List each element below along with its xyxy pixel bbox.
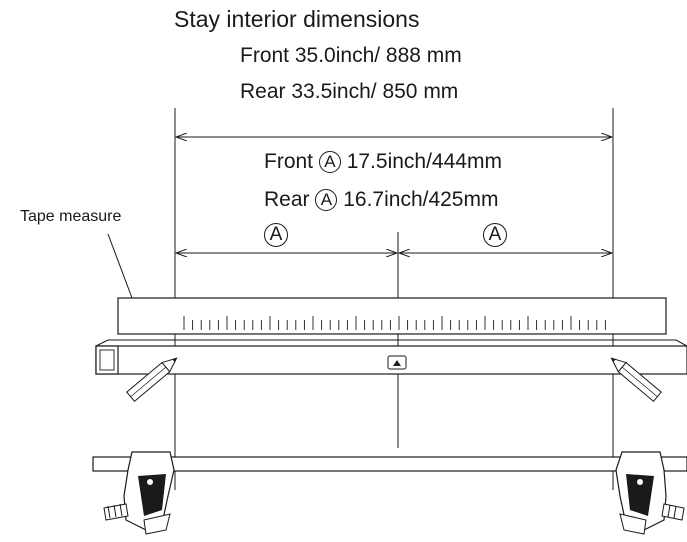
right-half-symbol: A	[483, 223, 507, 247]
left-pencil-icon	[126, 357, 178, 403]
tape-measure	[117, 297, 667, 335]
overall-front-label: Front	[240, 44, 290, 67]
diagram-title: Stay interior dimensions	[174, 6, 420, 32]
center-marker-icon	[387, 355, 407, 370]
half-front-units: inch/444mm	[387, 150, 502, 173]
half-rear-symbol: A	[315, 189, 338, 212]
half-rear-value: 16.7	[343, 188, 385, 211]
rear-roof-bar	[92, 456, 687, 472]
tape-measure-label: Tape measure	[20, 208, 122, 225]
overall-rear-label: Rear	[240, 80, 286, 103]
half-front-row: Front A 17.5inch/444mm	[264, 150, 502, 174]
tape-leader-line	[107, 233, 133, 299]
half-front-label: Front	[264, 150, 314, 173]
half-front-value: 17.5	[346, 150, 388, 173]
left-foot-icon	[103, 451, 175, 535]
overall-front-row: Front 35.0inch/ 888 mm	[240, 44, 462, 68]
overall-front-value: 35.0	[294, 44, 336, 67]
overall-rear-value: 33.5	[291, 80, 333, 103]
half-rear-label: Rear	[264, 188, 310, 211]
left-half-symbol: A	[264, 223, 288, 247]
overall-rear-row: Rear 33.5inch/ 850 mm	[240, 80, 458, 104]
half-rear-units: inch/425mm	[384, 188, 499, 211]
tape-ticks	[183, 316, 606, 330]
overall-front-units: inch/ 888 mm	[335, 44, 462, 67]
half-front-symbol: A	[318, 151, 341, 174]
overall-rear-units: inch/ 850 mm	[332, 80, 459, 103]
half-rear-row: Rear A 16.7inch/425mm	[264, 188, 498, 212]
right-foot-icon	[615, 451, 685, 535]
right-pencil-icon	[610, 357, 662, 403]
